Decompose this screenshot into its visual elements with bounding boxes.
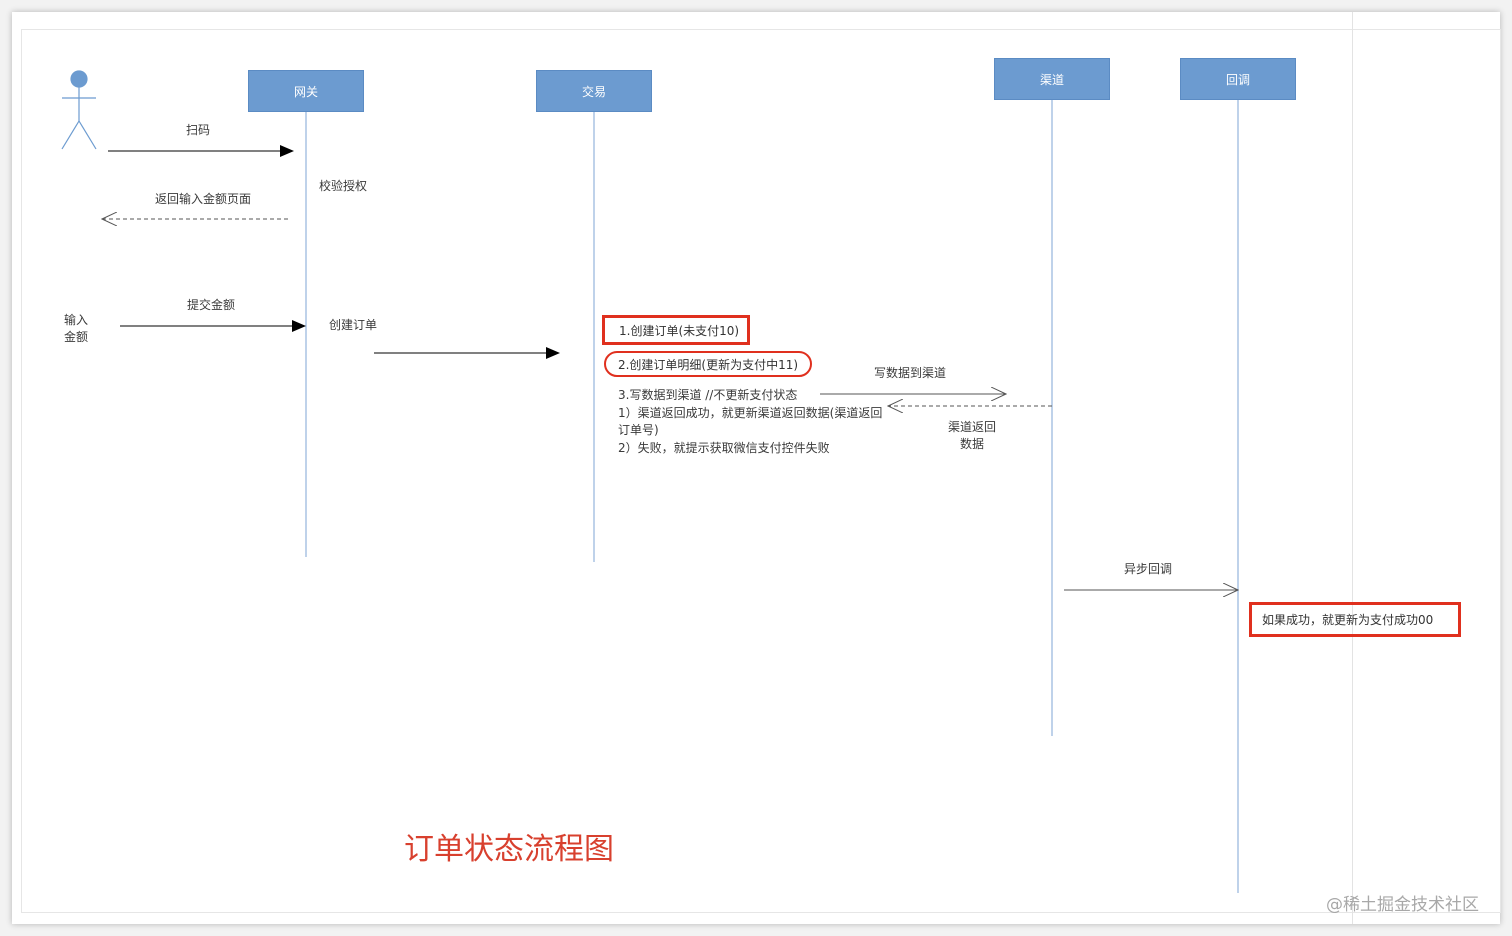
label-create-order: 创建订单 bbox=[329, 318, 378, 332]
label-submit-amount: 提交金额 bbox=[187, 298, 236, 312]
label-input-amount-2: 金额 bbox=[64, 330, 89, 344]
label-scan: 扫码 bbox=[186, 123, 211, 137]
step3-line-1: 3.写数据到渠道 //不更新支付状态 bbox=[618, 388, 798, 402]
step1-text: 1.创建订单(未支付10) bbox=[619, 323, 740, 338]
participant-channel: 渠道 bbox=[994, 58, 1110, 100]
diagram-title: 订单状态流程图 bbox=[404, 832, 614, 867]
callback-success-text: 如果成功，就更新为支付成功00 bbox=[1262, 613, 1434, 627]
step3-line-3: 订单号) bbox=[618, 423, 659, 437]
label-verify: 校验授权 bbox=[319, 179, 368, 193]
actor-user-icon bbox=[61, 70, 97, 150]
watermark: @稀土掘金技术社区 bbox=[1326, 895, 1479, 915]
label-return-page: 返回输入金额页面 bbox=[155, 192, 252, 206]
callback-success-box: 如果成功，就更新为支付成功00 bbox=[1249, 602, 1461, 637]
step2-text: 2.创建订单明细(更新为支付中11) bbox=[617, 357, 799, 372]
label-write-channel: 写数据到渠道 bbox=[874, 366, 947, 380]
diagram-page bbox=[21, 29, 1501, 913]
label-input-amount-1: 输入 bbox=[64, 313, 89, 327]
step3-line-4: 2）失败，就提示获取微信支付控件失败 bbox=[618, 440, 830, 455]
participant-gateway: 网关 bbox=[248, 70, 364, 112]
participant-trade: 交易 bbox=[536, 70, 652, 112]
page-divider bbox=[1352, 12, 1353, 924]
step2-highlight-pill: 2.创建订单明细(更新为支付中11) bbox=[604, 351, 812, 377]
label-channel-return-2: 数据 bbox=[960, 437, 985, 451]
step3-line-2: 1）渠道返回成功，就更新渠道返回数据(渠道返回 bbox=[618, 405, 883, 420]
step3-text-block: 3.写数据到渠道 //不更新支付状态 1）渠道返回成功，就更新渠道返回数据(渠道… bbox=[618, 387, 882, 457]
participant-callback: 回调 bbox=[1180, 58, 1296, 100]
label-channel-return-1: 渠道返回 bbox=[948, 420, 997, 434]
label-async-callback: 异步回调 bbox=[1124, 562, 1173, 576]
step1-highlight-box: 1.创建订单(未支付10) bbox=[602, 315, 750, 345]
